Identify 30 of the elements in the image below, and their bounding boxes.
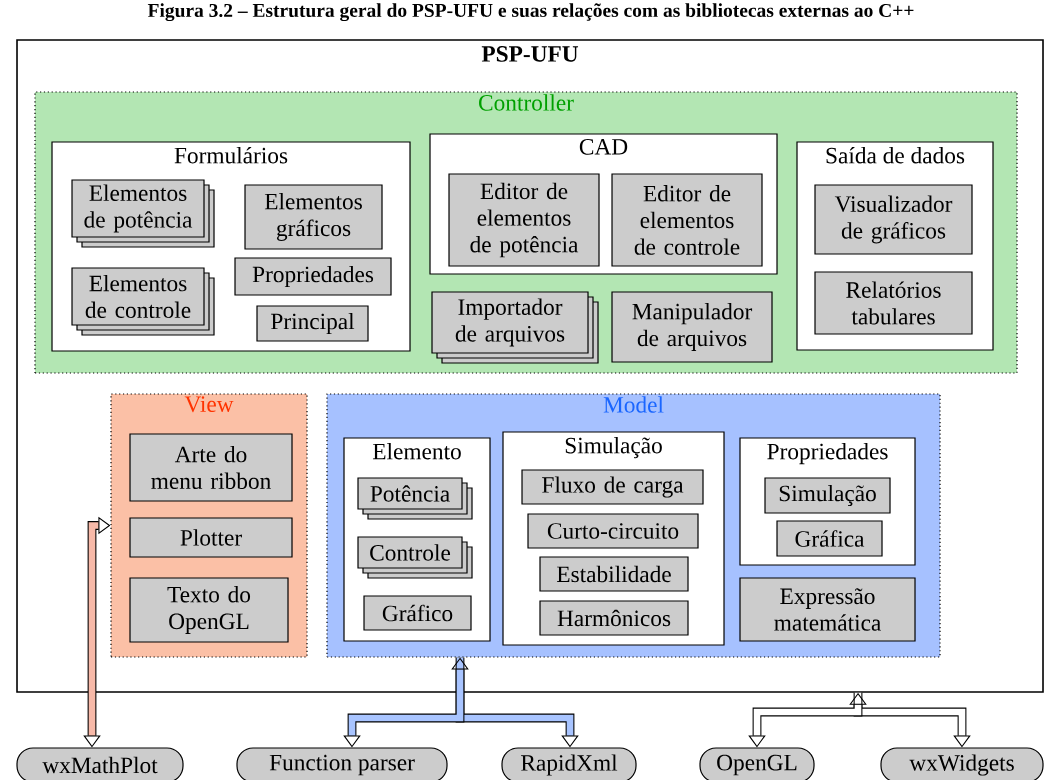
component-box: Fluxo de carga — [521, 469, 704, 505]
component-box: Gráfica — [776, 520, 883, 557]
component-box: Relatórios tabulares — [814, 271, 973, 335]
component-box: Principal — [256, 305, 369, 342]
component-box: Visualizador de gráficos — [814, 184, 973, 255]
component-box: Manipulador de arquivos — [611, 291, 773, 363]
component-box: Arte do menu ribbon — [129, 433, 293, 502]
component-box: Gráfico — [363, 595, 472, 631]
component-box: Estabilidade — [539, 556, 689, 592]
library-pill: wxWidgets — [880, 747, 1044, 780]
library-pill: OpenGL — [699, 747, 815, 780]
stacked-component-box: Controle — [357, 536, 473, 579]
figure-title: Figura 3.2 – Estrutura geral do PSP-UFU e suas relações com as bibliotecas externas ao C++ — [147, 3, 914, 22]
stacked-component-box: Elementos de controle — [71, 267, 215, 336]
component-box: Harmônicos — [539, 600, 689, 636]
stacked-component-box: Elementos de potência — [71, 179, 215, 248]
component-box: Expressão matemática — [739, 577, 916, 642]
component-box: Propriedades — [234, 257, 392, 296]
library-pill: RapidXml — [501, 747, 637, 780]
component-box: Texto do OpenGL — [129, 577, 289, 643]
component-box: Elementos gráficos — [244, 184, 383, 250]
component-box: Curto-circuito — [527, 513, 699, 549]
library-pill: wxMathPlot — [16, 747, 184, 780]
component-box: Editor de elementos de controle — [611, 173, 763, 267]
library-pill: Function parser — [236, 747, 448, 780]
stacked-component-box: Potência — [357, 477, 473, 520]
component-box: Simulação — [764, 477, 891, 514]
component-box: Plotter — [129, 517, 293, 558]
component-box: Editor de elementos de potência — [448, 173, 600, 267]
stacked-component-box: Importador de arquivos — [431, 291, 599, 364]
